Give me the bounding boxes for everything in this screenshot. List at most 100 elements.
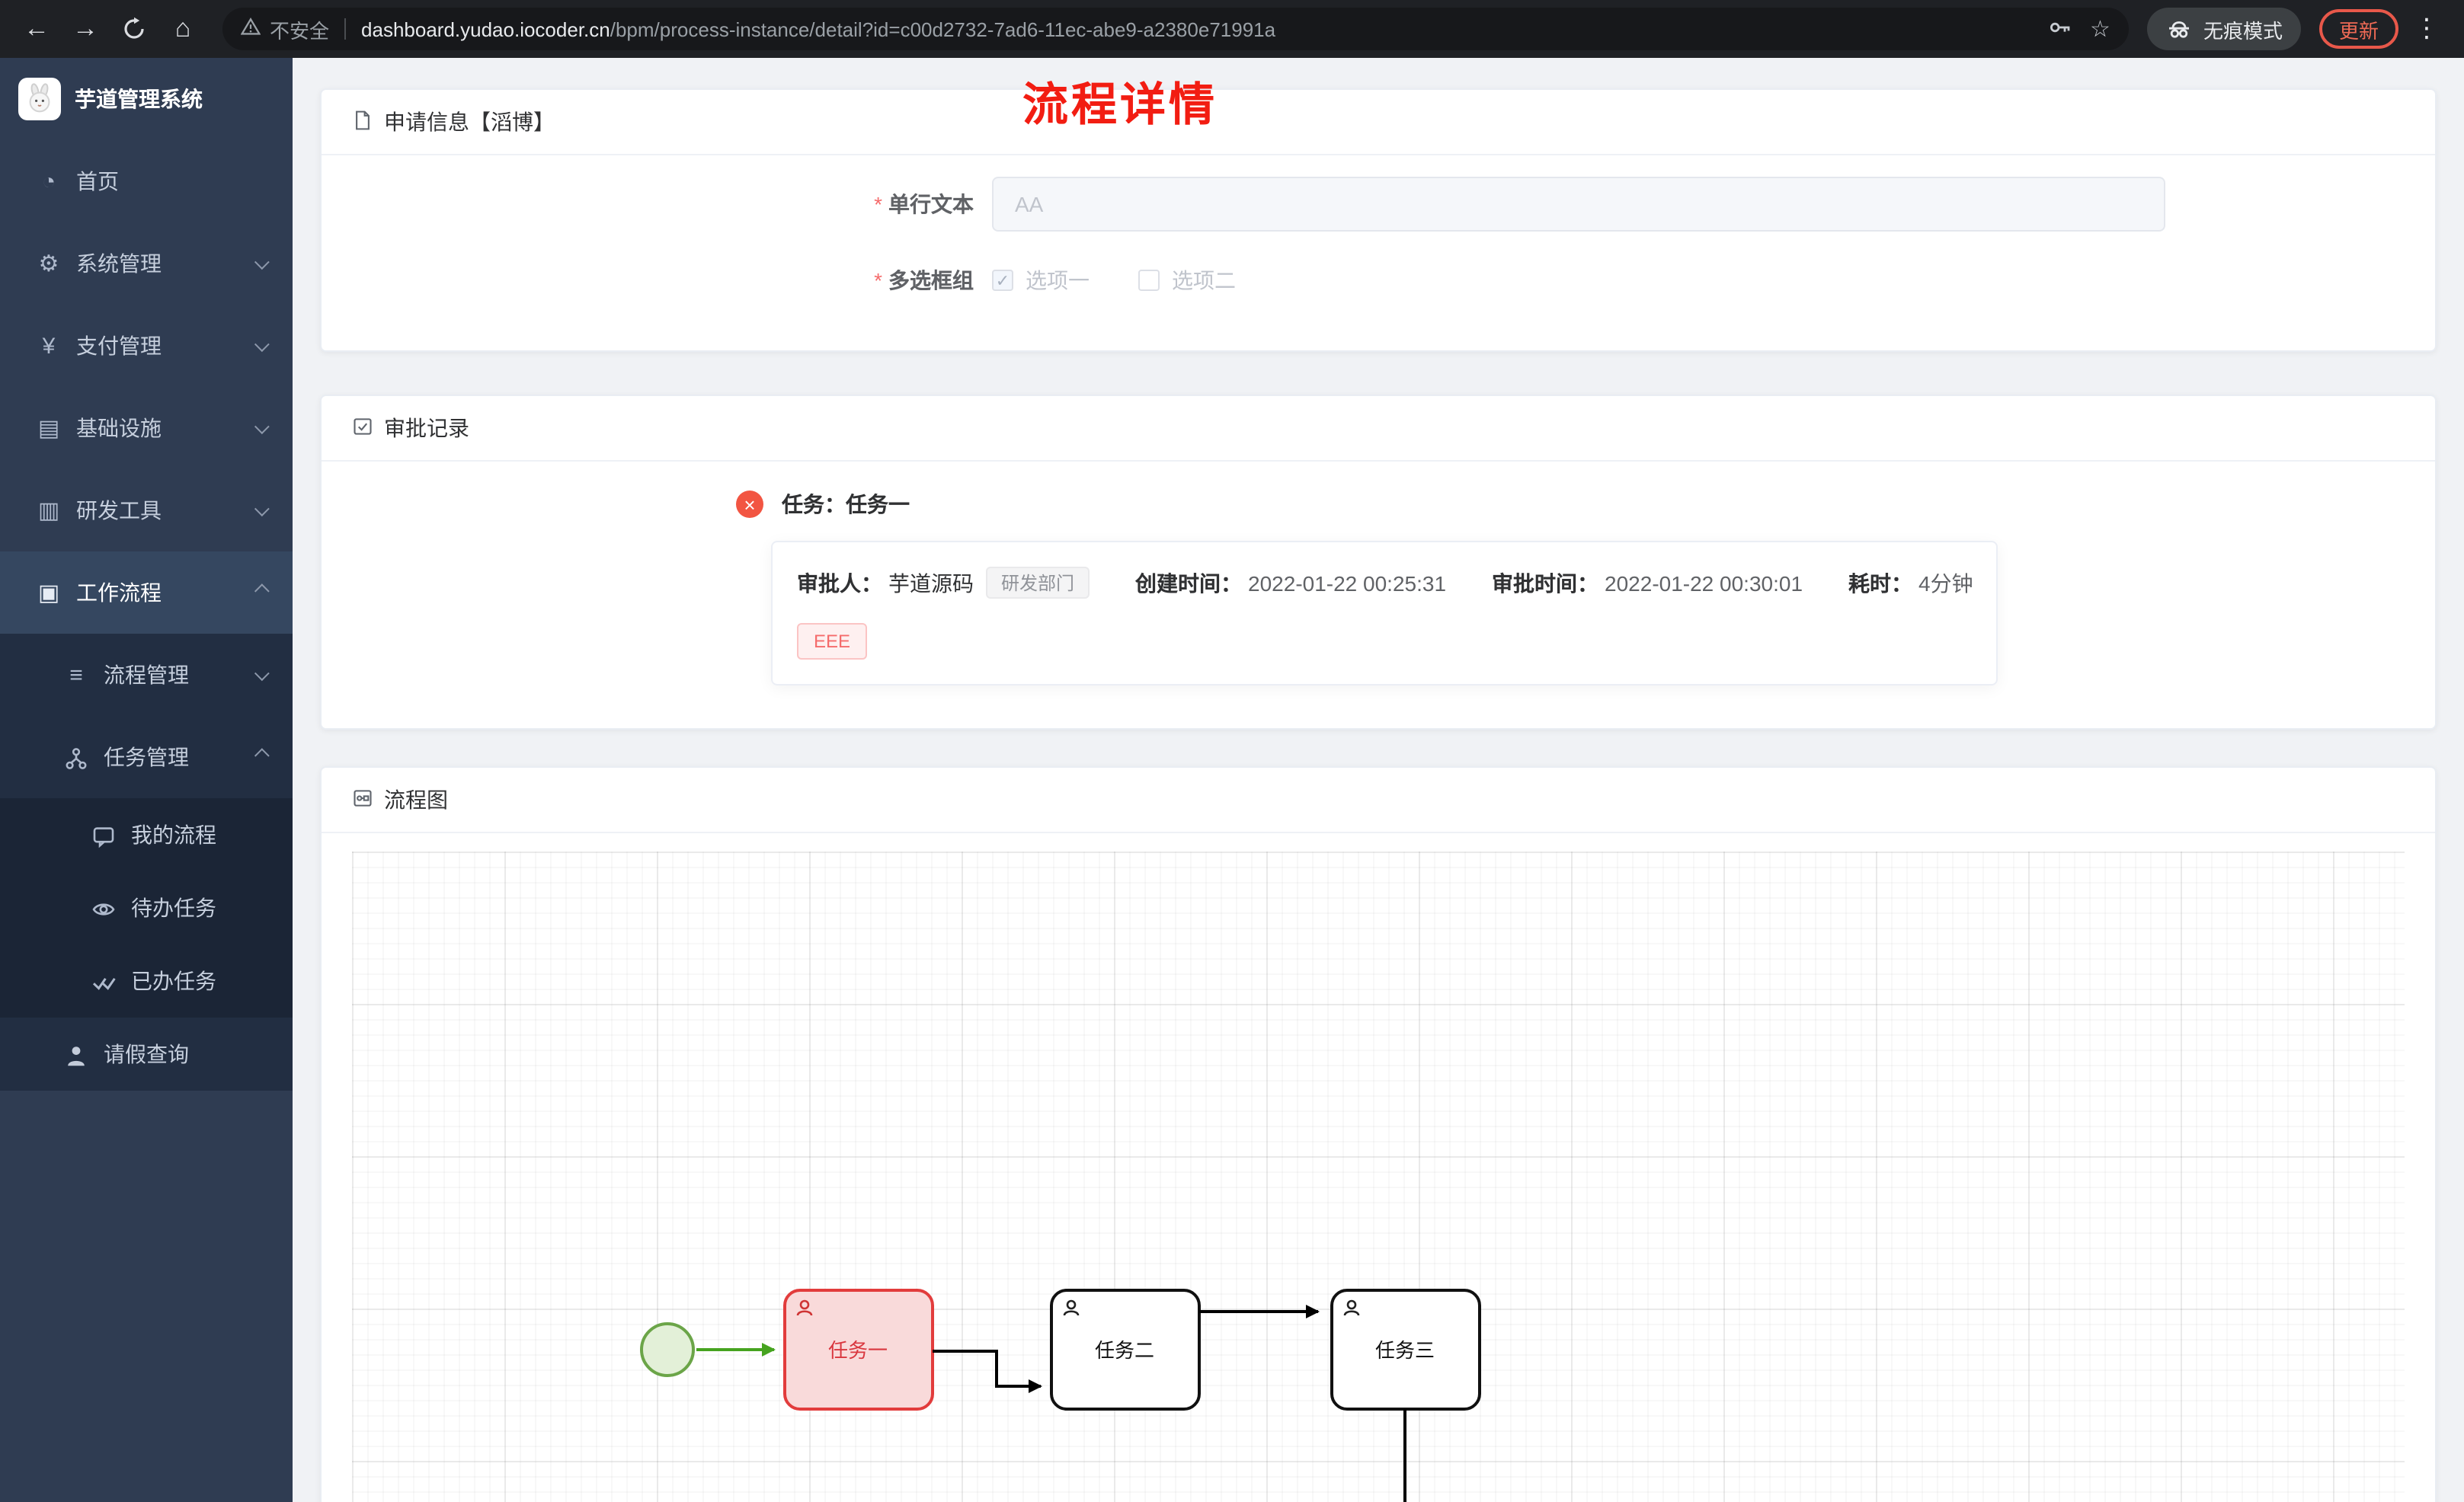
sidebar-item-todo-tasks[interactable]: 待办任务 (0, 871, 293, 944)
approval-card-title: 审批记录 (384, 416, 469, 440)
task-submenu: 我的流程 待办任务 已办任务 (0, 798, 293, 1018)
omnibox-divider (344, 18, 347, 40)
url-path: /bpm/process-instance/detail?id=c00d2732… (610, 18, 1276, 40)
apply-info-card: 申请信息【滔博】 *单行文本 *多选框组 (320, 88, 2437, 352)
security-label: 不安全 (270, 19, 330, 42)
user-task-icon (1343, 1299, 1360, 1316)
app-logo[interactable]: 芋道管理系统 (0, 58, 293, 140)
duration-label: 耗时： (1848, 570, 1913, 595)
sidebar-item-process-mgmt[interactable]: ≡ 流程管理 (0, 634, 293, 716)
required-asterisk: * (874, 268, 882, 292)
flow-task1-to-task2 (933, 1350, 1042, 1393)
browser-menu-icon[interactable]: ⋮ (2414, 14, 2440, 43)
sidebar-item-devtools[interactable]: ▥ 研发工具 (0, 469, 293, 551)
task-title: 任务：任务一 (782, 492, 910, 516)
chevron-down-icon (254, 418, 270, 434)
security-warning-icon (240, 17, 261, 41)
approver-name: 芋道源码 (888, 570, 974, 595)
created-time: 2022-01-22 00:25:31 (1248, 570, 1447, 595)
address-bar[interactable]: 不安全 dashboard.yudao.iocoder.cn /bpm/proc… (222, 8, 2129, 50)
chevron-down-icon (254, 665, 270, 681)
apply-card-title: 申请信息【滔博】 (384, 110, 555, 134)
incognito-label: 无痕模式 (2203, 19, 2283, 42)
diagram-icon (352, 787, 373, 813)
task1-label: 任务一 (828, 1339, 888, 1362)
sidebar-item-payment[interactable]: ¥ 支付管理 (0, 305, 293, 387)
approved-time: 2022-01-22 00:30:01 (1605, 570, 1803, 595)
app-title: 芋道管理系统 (75, 87, 203, 111)
password-key-icon[interactable] (2047, 14, 2072, 43)
incognito-spy-icon (2165, 13, 2193, 45)
document-icon (352, 109, 373, 135)
approval-detail-card: 审批人： 芋道源码 研发部门 创建时间： 2022-01-22 00:25:31… (771, 541, 1998, 685)
chevron-down-icon (254, 254, 270, 270)
url-host: dashboard.yudao.iocoder.cn (361, 18, 610, 40)
reload-icon[interactable] (113, 8, 155, 50)
task2-node[interactable] (1050, 1289, 1201, 1411)
chevron-up-icon (254, 583, 270, 599)
task2-label: 任务二 (1095, 1339, 1154, 1362)
approved-label: 审批时间： (1492, 570, 1599, 595)
process-diagram-card: 流程图 (320, 766, 2437, 1502)
person-icon (61, 1041, 91, 1067)
browser-toolbar: ← → ⌂ 不安全 dashboard.yudao.iocoder.cn /bp… (0, 0, 2464, 58)
error-status-icon: × (736, 491, 763, 518)
checkbox-unchecked-icon[interactable] (1138, 270, 1160, 291)
approval-comment-tag: EEE (797, 623, 868, 660)
double-check-icon (88, 968, 119, 994)
sidebar-item-done-tasks[interactable]: 已办任务 (0, 944, 293, 1018)
checkbox-option-2[interactable]: 选项二 (1138, 265, 1236, 296)
chevron-up-icon (254, 747, 270, 763)
branch-icon (61, 744, 91, 770)
single-line-text-input[interactable] (992, 177, 2165, 232)
start-event-node[interactable] (640, 1322, 695, 1377)
user-task-icon (796, 1299, 813, 1316)
dept-tag: 研发部门 (986, 567, 1090, 599)
diagram-card-title: 流程图 (384, 788, 448, 812)
forward-icon[interactable]: → (72, 14, 98, 43)
page-title: 流程详情 (1022, 81, 1218, 131)
record-icon (352, 415, 373, 441)
eye-icon (88, 895, 119, 921)
checkbox-option-1[interactable]: ✓ 选项一 (992, 265, 1090, 296)
tools-icon: ▥ (37, 498, 60, 524)
monitor-icon: ▤ (37, 416, 60, 442)
bookmark-star-icon[interactable]: ☆ (2090, 17, 2110, 43)
workflow-icon: ▣ (37, 580, 60, 606)
sidebar-item-home[interactable]: ◔ 首页 (0, 140, 293, 222)
chat-icon (88, 822, 119, 848)
main-content: 流程详情 申请信息【滔博】 *单行文本 (293, 58, 2464, 1502)
sidebar-item-my-process[interactable]: 我的流程 (0, 798, 293, 871)
workflow-submenu: ≡ 流程管理 任务管理 我的流程 (0, 634, 293, 1091)
sidebar: 芋道管理系统 ◔ 首页 ⚙ 系统管理 ¥ 支付管理 ▤ 基础设施 (0, 58, 293, 1502)
incognito-badge: 无痕模式 (2146, 8, 2301, 50)
approver-label: 审批人： (797, 570, 882, 595)
gear-icon: ⚙ (38, 251, 59, 277)
checkbox-group: ✓ 选项一 选项二 (992, 265, 1236, 296)
home-icon[interactable]: ⌂ (174, 14, 191, 43)
sidebar-item-task-mgmt[interactable]: 任务管理 (0, 716, 293, 798)
back-icon[interactable]: ← (24, 14, 50, 43)
single-line-text-label: *单行文本 (874, 192, 974, 216)
list-icon: ≡ (69, 662, 83, 688)
sidebar-item-workflow[interactable]: ▣ 工作流程 (0, 551, 293, 634)
bpmn-diagram: 任务一 任务二 (640, 1289, 1481, 1502)
sidebar-item-infra[interactable]: ▤ 基础设施 (0, 387, 293, 469)
task3-label: 任务三 (1375, 1339, 1435, 1362)
sidebar-item-system[interactable]: ⚙ 系统管理 (0, 222, 293, 305)
duration-value: 4分钟 (1918, 570, 1973, 595)
required-asterisk: * (874, 192, 882, 216)
checkbox-group-label: *多选框组 (874, 268, 974, 292)
chevron-down-icon (254, 336, 270, 352)
bpmn-canvas[interactable]: 任务一 任务二 (352, 852, 2405, 1502)
chevron-down-icon (254, 500, 270, 516)
created-label: 创建时间： (1135, 570, 1243, 595)
sidebar-item-leave-query[interactable]: 请假查询 (0, 1018, 293, 1091)
yen-icon: ¥ (42, 333, 56, 359)
user-task-icon (1063, 1299, 1080, 1316)
logo-rabbit-icon (18, 78, 61, 120)
gauge-icon: ◔ (41, 168, 56, 194)
update-button[interactable]: 更新 (2318, 9, 2398, 49)
checkbox-checked-icon[interactable]: ✓ (992, 270, 1013, 291)
